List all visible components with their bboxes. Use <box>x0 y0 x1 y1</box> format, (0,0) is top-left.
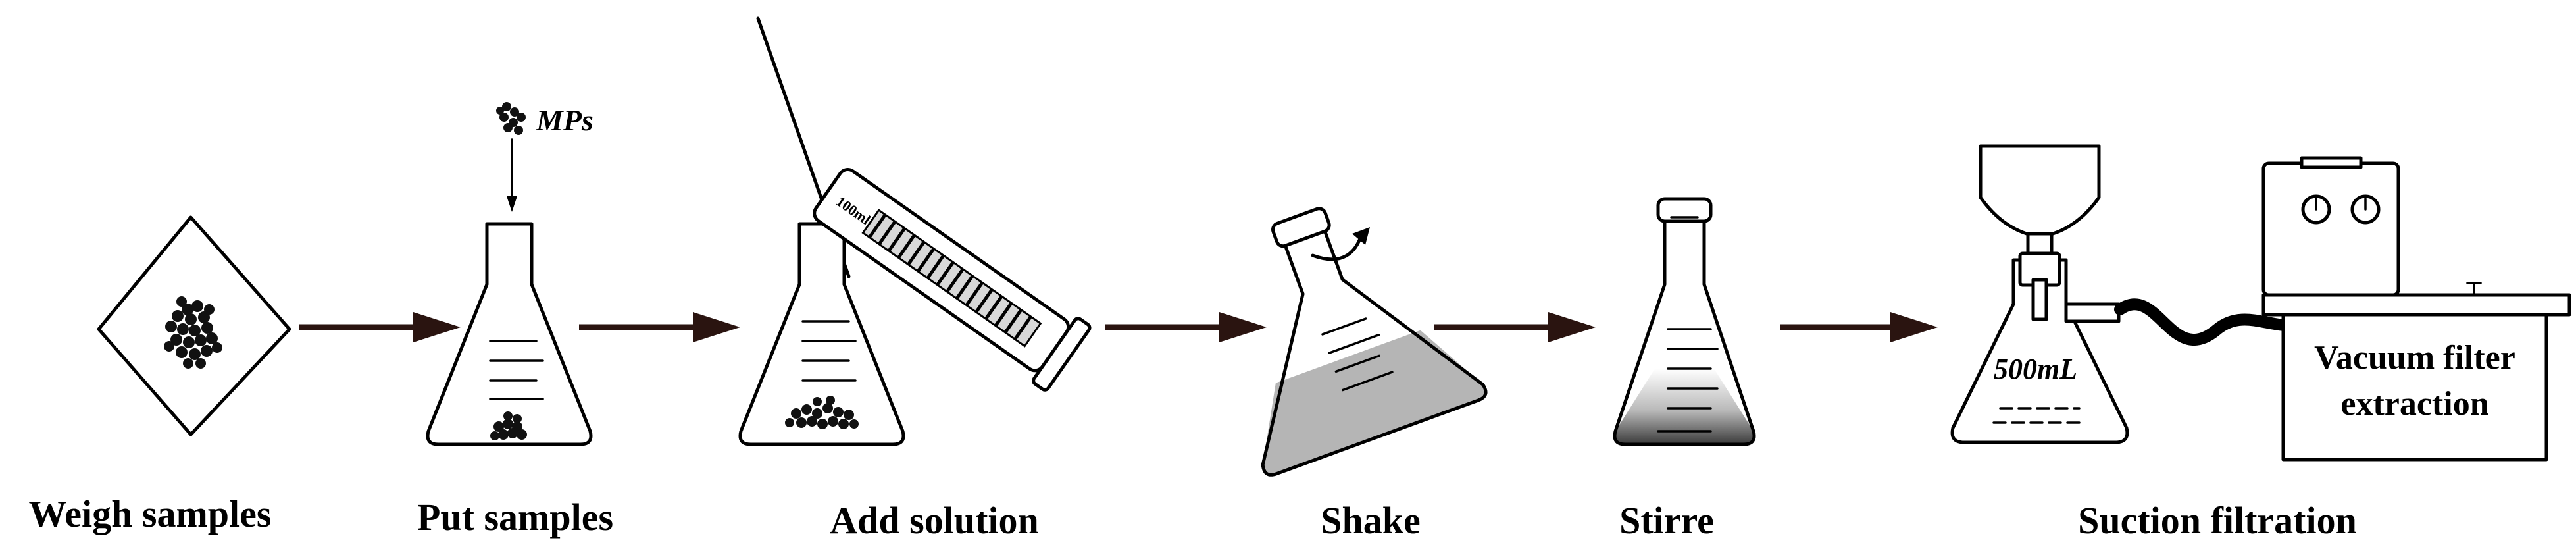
vacuum-label-line2: extraction <box>2340 385 2488 423</box>
step-label-weigh: Weigh samples <box>29 492 272 535</box>
step-label-stirre: Stirre <box>1619 499 1714 542</box>
flow-arrow-1 <box>299 312 461 342</box>
flow-arrow-4 <box>1434 312 1596 342</box>
stirred-flask <box>1613 197 1756 446</box>
vacuum-pump: Vacuum filter extraction <box>2261 156 2571 462</box>
erlenmeyer-flask-2 <box>738 222 905 446</box>
buchner-funnel <box>1979 144 2101 262</box>
pressure-gauge-icon <box>2301 194 2331 225</box>
erlenmeyer-flask-1 <box>426 222 593 446</box>
step-label-add: Add solution <box>830 499 1039 542</box>
shake-rotation-arrow <box>1311 227 1370 261</box>
graduated-cylinder: 100ml <box>813 167 1092 392</box>
mps-particles-icon <box>496 102 526 135</box>
sample-pile-icon <box>490 411 527 440</box>
vacuum-label-line1: Vacuum filter <box>2314 339 2515 377</box>
tilted-flask <box>1261 207 1488 477</box>
pressure-gauge-icon <box>2350 194 2381 225</box>
flow-arrow-3 <box>1105 312 1267 342</box>
step-label-shake: Shake <box>1321 499 1421 542</box>
drop-arrow <box>507 138 517 212</box>
flow-arrow-2 <box>579 312 740 342</box>
step-label-suction: Suction filtration <box>2078 499 2357 542</box>
sample-cluster-icon <box>164 296 222 369</box>
flow-arrow-5 <box>1780 312 1938 342</box>
weigh-paper-icon <box>97 215 291 436</box>
step-label-put: Put samples <box>417 496 613 539</box>
cylinder-graduation-marks <box>868 213 1032 340</box>
filter-flask: 500mL <box>1950 251 2129 444</box>
mps-label: MPs <box>536 103 593 137</box>
flask-volume-label: 500mL <box>1994 353 2077 385</box>
sample-pile-icon <box>785 396 859 429</box>
